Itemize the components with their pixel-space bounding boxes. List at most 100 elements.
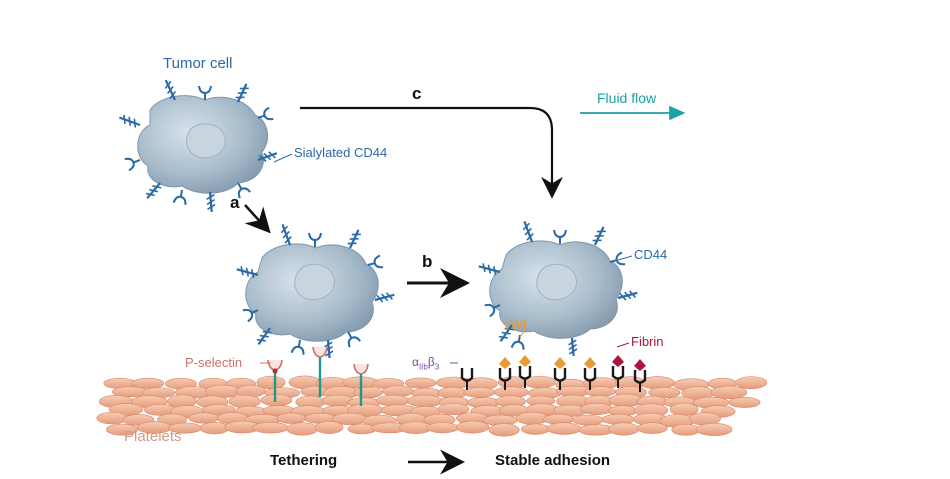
- platelet: [637, 422, 668, 434]
- cd44-receptor: [235, 83, 249, 103]
- platelet: [376, 394, 410, 407]
- platelet: [188, 412, 220, 424]
- fibrin-leader: [616, 342, 630, 348]
- cd44-receptor: [256, 327, 272, 346]
- platelet: [426, 422, 459, 434]
- platelet: [521, 423, 550, 435]
- tumor-cell-stable-adhesion: [489, 240, 623, 339]
- cd44-receptor: [522, 220, 534, 243]
- platelet: [314, 420, 344, 434]
- step-b-label: b: [422, 252, 433, 271]
- step-a-label: a: [230, 193, 240, 212]
- cd44-cup-receptor: [257, 106, 274, 121]
- stable-adhesion-caption: Stable adhesion: [495, 452, 611, 469]
- cd44-receptor: [374, 292, 395, 303]
- platelet: [728, 396, 761, 408]
- platelet: [252, 422, 289, 434]
- cd44-cup-receptor: [347, 331, 361, 348]
- fibrin-molecule: [634, 359, 646, 371]
- cd44-cup-receptor: [237, 182, 251, 199]
- cd44-receptor: [324, 339, 334, 359]
- arrow-c: [300, 106, 563, 199]
- platelet: [382, 385, 414, 397]
- cd44-cup-receptor: [198, 85, 212, 100]
- step-c-label: c: [412, 84, 422, 103]
- cd44-receptor: [478, 263, 501, 276]
- platelet: [276, 412, 307, 424]
- fluid-flow-label: Fluid flow: [597, 90, 657, 106]
- cd44-receptor: [164, 79, 177, 101]
- p-selectin-molecules: [267, 346, 369, 406]
- cd44-receptor: [145, 182, 162, 200]
- p-selectin: [353, 363, 369, 406]
- vwf-label: vWf: [504, 317, 527, 332]
- cd44-receptor: [617, 290, 638, 301]
- cd44-cup-receptor: [308, 232, 322, 247]
- platelets-label: Platelets: [124, 428, 182, 445]
- cd44-receptor: [257, 151, 278, 162]
- platelet: [488, 423, 520, 437]
- cd44-label: CD44: [634, 247, 668, 262]
- integrin: [633, 370, 647, 392]
- tumor-cell-top: [137, 95, 269, 194]
- platelet: [131, 377, 165, 389]
- platelet: [671, 424, 701, 436]
- platelet: [580, 403, 613, 415]
- cd44-leader: [617, 255, 633, 261]
- platelet: [404, 377, 437, 389]
- cd44-cup-receptor: [484, 303, 501, 318]
- cd44-cup-receptor: [172, 189, 187, 205]
- platelet-layer: [96, 375, 768, 437]
- cd44-receptor: [592, 226, 606, 246]
- p-selectin: [312, 346, 328, 397]
- platelet: [456, 420, 490, 434]
- platelet: [228, 394, 261, 409]
- integrin: [611, 366, 625, 388]
- fibrin-label: Fibrin: [631, 334, 664, 349]
- platelet: [572, 414, 604, 426]
- arrow-a: [244, 204, 271, 234]
- platelet: [608, 422, 640, 436]
- vwf-molecule: [584, 357, 596, 369]
- platelet: [106, 423, 138, 436]
- platelet: [406, 394, 443, 408]
- integrin: [583, 368, 597, 390]
- platelet: [96, 411, 128, 425]
- cd44-receptor: [498, 324, 514, 343]
- vwf-leader: [519, 329, 526, 338]
- platelet: [735, 376, 768, 389]
- cd44-cup-receptor: [367, 254, 384, 269]
- integrin: [498, 368, 512, 390]
- platelet: [463, 387, 496, 398]
- vwf-molecule: [499, 357, 511, 369]
- sialylated-cd44-label: Sialylated CD44: [294, 145, 388, 160]
- cd44-cup-receptor: [510, 334, 525, 350]
- platelet: [353, 386, 383, 399]
- cd44-cup-receptor: [553, 229, 567, 244]
- vwf-molecule: [554, 357, 566, 369]
- integrin: [518, 366, 532, 388]
- cd44-receptors: [118, 79, 638, 359]
- integrin: [553, 368, 567, 390]
- p-selectin-label: P-selectin: [185, 355, 243, 370]
- p-selectin: [267, 359, 283, 402]
- cd44-receptor: [568, 337, 578, 357]
- platelet: [546, 422, 582, 435]
- platelet: [601, 414, 635, 425]
- sialylated-cd44-leader: [273, 153, 293, 163]
- tumor-cell-tethering: [245, 243, 379, 342]
- cd44-receptor: [280, 223, 292, 246]
- integrin-molecules: [460, 355, 647, 392]
- vwf-molecule: [519, 355, 531, 367]
- tumor-cell-label: Tumor cell: [163, 55, 233, 72]
- cd44-receptor: [236, 266, 259, 279]
- platelet: [695, 423, 733, 436]
- cd44-cup-receptor: [242, 308, 259, 323]
- platelet: [648, 387, 681, 399]
- platelet: [710, 385, 748, 400]
- platelet: [515, 411, 549, 425]
- cd44-receptor: [347, 229, 361, 249]
- fibrin-molecule: [612, 355, 624, 367]
